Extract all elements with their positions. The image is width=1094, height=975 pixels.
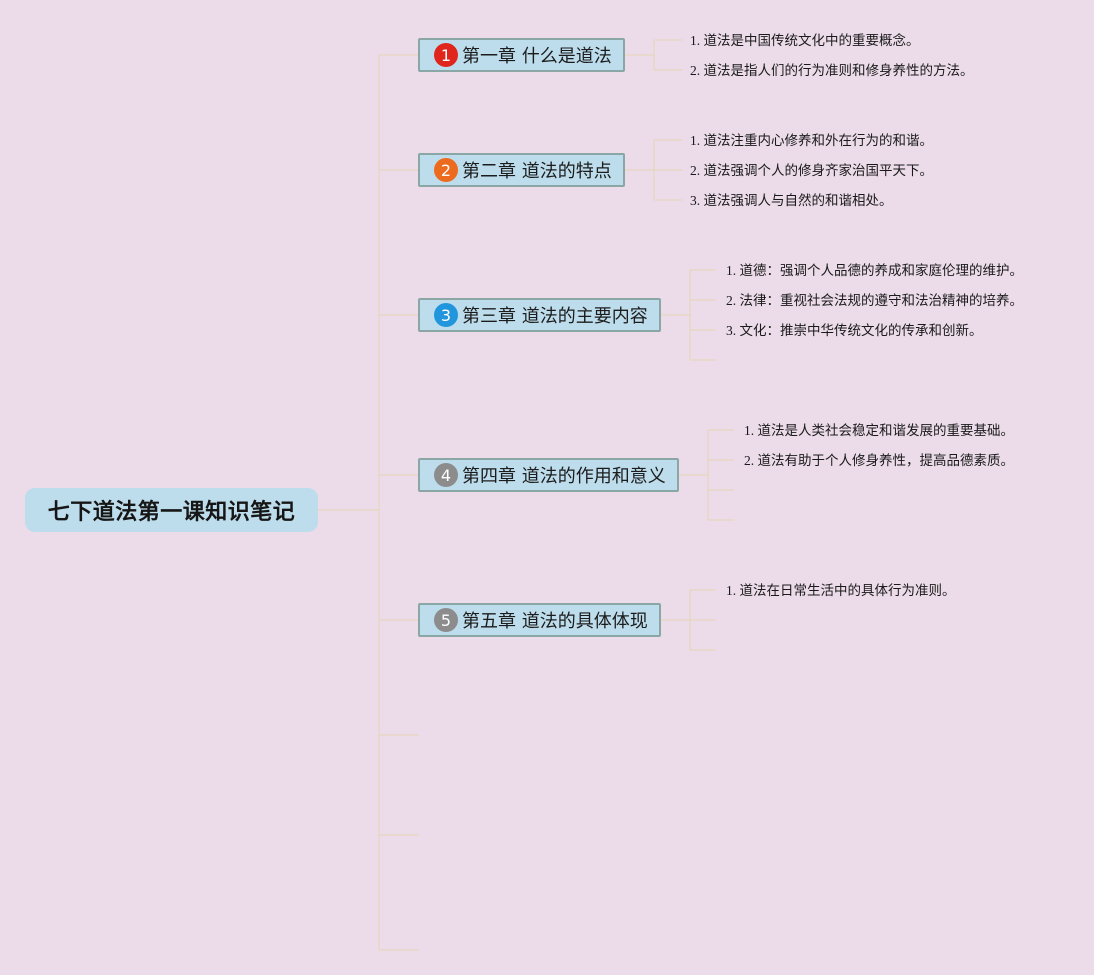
note-item[interactable]: 1. 道德：强调个人品德的养成和家庭伦理的维护。 [726, 263, 1023, 278]
number-badge-icon: 2 [434, 158, 458, 182]
chapter-topic-4[interactable]: 4 第四章 道法的作用和意义 [418, 458, 679, 492]
chapter-title: 第一章 什么是道法 [462, 46, 612, 67]
note-item[interactable]: 1. 道法在日常生活中的具体行为准则。 [726, 583, 956, 598]
note-item[interactable]: 2. 道法是指人们的行为准则和修身养性的方法。 [690, 63, 974, 78]
number-badge-icon: 1 [434, 43, 458, 67]
note-item[interactable]: 1. 道法是人类社会稳定和谐发展的重要基础。 [744, 423, 1014, 438]
root-topic[interactable]: 七下道法第一课知识笔记 [25, 488, 318, 532]
note-item[interactable]: 1. 道法注重内心修养和外在行为的和谐。 [690, 133, 933, 148]
note-item[interactable]: 3. 道法强调人与自然的和谐相处。 [690, 193, 893, 208]
chapter-topic-5[interactable]: 5 第五章 道法的具体体现 [418, 603, 661, 637]
number-badge-icon: 4 [434, 463, 458, 487]
chapter-title: 第三章 道法的主要内容 [462, 306, 648, 327]
chapter-topic-3[interactable]: 3 第三章 道法的主要内容 [418, 298, 661, 332]
note-item[interactable]: 2. 法律：重视社会法规的遵守和法治精神的培养。 [726, 293, 1023, 308]
chapter-title: 第四章 道法的作用和意义 [462, 466, 666, 487]
note-item[interactable]: 1. 道法是中国传统文化中的重要概念。 [690, 33, 920, 48]
note-item[interactable]: 3. 文化：推崇中华传统文化的传承和创新。 [726, 323, 983, 338]
note-item[interactable]: 2. 道法强调个人的修身齐家治国平天下。 [690, 163, 933, 178]
chapter-title: 第二章 道法的特点 [462, 161, 612, 182]
chapter-topic-1[interactable]: 1 第一章 什么是道法 [418, 38, 625, 72]
chapter-title: 第五章 道法的具体体现 [462, 611, 648, 632]
number-badge-icon: 3 [434, 303, 458, 327]
note-item[interactable]: 2. 道法有助于个人修身养性，提高品德素质。 [744, 453, 1014, 468]
number-badge-icon: 5 [434, 608, 458, 632]
chapter-topic-2[interactable]: 2 第二章 道法的特点 [418, 153, 625, 187]
